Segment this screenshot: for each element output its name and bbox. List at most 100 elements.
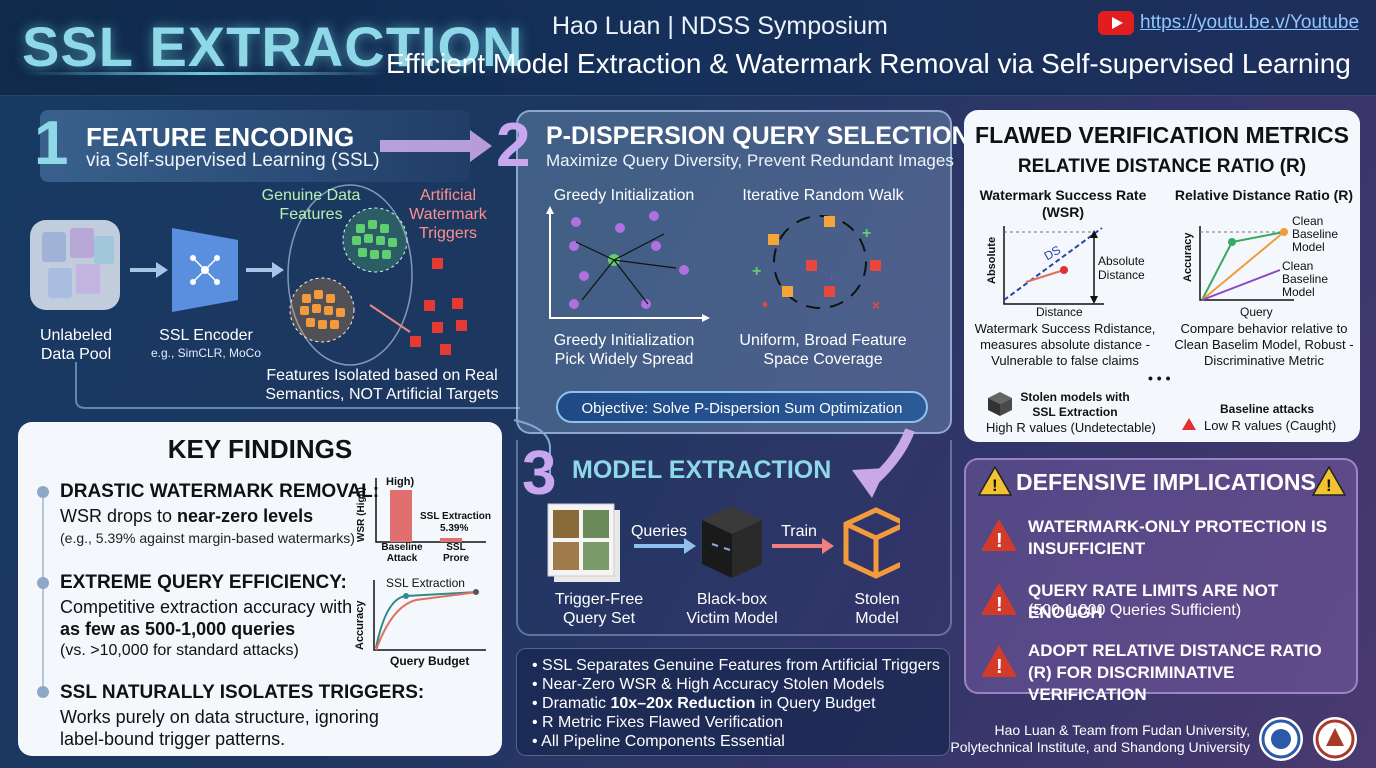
svg-text:!: ! [1326,476,1332,495]
train-label: Train [781,523,817,540]
query-set-icon [547,503,620,582]
line-ylabel: Accuracy [354,600,366,650]
walk-caption-1: Uniform, Broad Feature [739,332,907,349]
query-set-label: Trigger-Free Query Set [554,591,644,627]
section3-panel [516,440,952,636]
wsr-metric-chart [1003,226,1104,305]
ssl-encoder-label: SSL Encoder [159,327,253,344]
summary-item: • SSL Separates Genuine Features from Ar… [532,657,940,674]
baseline-line [375,591,479,651]
finding-bullet [37,577,49,589]
finding2-title: EXTREME QUERY EFFICIENCY: [60,572,347,593]
baseline-attacks-label: Baseline attacks [1220,402,1315,416]
svg-text:+: + [752,263,761,280]
greedy-caption-1: Greedy Initialization [553,332,695,349]
r-clean-label-2: Clean Baseline Model [1282,259,1329,299]
title-underline [26,72,386,75]
section1-subtitle: via Self-supervised Learning (SSL) [86,150,380,171]
random-walk-diagram: + + × ♦ ↓ [752,215,881,313]
svg-text:♦: ♦ [762,297,768,311]
section1-diagram [30,130,520,409]
r-metric-chart [1199,226,1294,301]
greedy-caption-2: Pick Widely Spread [554,351,694,368]
r-clean-label-1: Clean Baseline Model [1292,214,1339,254]
line-chart-title: SSL Extraction [386,576,465,590]
defensive-panel [964,458,1358,694]
page-subtitle: Efficient Model Extraction & Watermark R… [386,48,1351,79]
svg-text:!: ! [996,656,1003,678]
triangle-icon [1182,418,1196,430]
r-description: Compare behavior relative to Clean Basel… [1174,321,1354,368]
bar-high-label: High) [386,476,415,488]
bar-x-ssl: SSL Prore [442,542,470,564]
data-pool-icon [30,220,120,310]
stolen-r-values: High R values (Undetectable) [986,420,1156,435]
r-chart-title: Relative Distance Ratio (R) [1174,187,1354,203]
greedy-title: Greedy Initialization [553,187,695,204]
genuine-features-label: Genuine Data Features [261,187,361,223]
wsr-ylabel: Absolute [986,236,998,284]
accuracy-line-chart [373,580,486,651]
svg-text:↓: ↓ [828,268,835,283]
finding-bullet [37,486,49,498]
footer-credit-2: Polytechnical Institute, and Shandong Un… [950,739,1250,755]
university-seal-2 [1313,717,1357,761]
objective-pill: Objective: Solve P-Dispersion Sum Optimi… [556,391,928,423]
ellipsis: • • • [1148,370,1171,386]
cube-icon [988,392,1012,416]
alert-icon: ! [981,583,1017,616]
ssl-encoder-example: e.g., SimCLR, MoCo [150,346,262,360]
summary-list: • SSL Separates Genuine Features from Ar… [532,656,946,751]
warning-icon: ! [978,466,1012,496]
svg-text:+: + [862,225,871,242]
key-findings-panel [18,422,502,756]
baseline-r-values: Low R values (Caught) [1204,418,1337,433]
key-findings-title: KEY FINDINGS [167,434,353,464]
section1-number: 1 [34,109,69,178]
finding2-text-b: as few as 500-1,000 queries [60,619,296,639]
line-xlabel: Query Budget [390,654,470,668]
r-ylabel: Accuracy [1182,232,1194,282]
section3-connectors [513,419,915,498]
warning-icon: ! [1312,466,1346,496]
metric-charts [1003,226,1294,305]
summary-box [516,648,950,756]
walk-caption-2: Space Coverage [763,351,883,368]
stolen-model-icon [843,507,900,579]
defensive-item-3: ADOPT RELATIVE DISTANCE RATIO (R) FOR DI… [1028,641,1322,704]
trigger-squares [410,258,467,355]
summary-item: • R Metric Fixes Flawed Verification [532,714,784,731]
defensive-item-2-note: (500-1,000 Queries Sufficient) [1028,602,1242,619]
finding2-note: (vs. >10,000 for standard attacks) [60,642,299,659]
finding-bullet [37,686,49,698]
finding2-text-a: Competitive extraction accuracy with [60,597,353,617]
wsr-description: Watermark Success Rdistance, measures ab… [974,321,1156,368]
youtube-icon[interactable] [1098,11,1134,35]
section2-subtitle: Maximize Query Diversity, Prevent Redund… [546,151,954,170]
walk-title: Iterative Random Walk [742,187,904,204]
section2-diagram: + + × ♦ ↓ [546,206,881,322]
flawed-subtitle: RELATIVE DISTANCE RATIO (R) [1017,156,1307,177]
summary-item: • Near-Zero WSR & High Accuracy Stolen M… [532,676,885,693]
bar-ssl-extraction [440,538,462,542]
artificial-triggers-label: Artificial Watermark Triggers [409,187,487,242]
summary-item: • Dramatic 10x–20x Reduction in Query Bu… [532,695,876,712]
finding1-title: DRASTIC WATERMARK REMOVAL: [60,481,380,502]
finding3-title: SSL NATURALLY ISOLATES TRIGGERS: [60,682,425,703]
bar-ylabel: WSR (High) [356,487,367,542]
youtube-link[interactable]: https://youtu.be.v/Youtube [1140,12,1360,33]
section3-title: MODEL EXTRACTION [572,456,832,484]
wsr-absolute-label: Absolute Distance [1098,254,1145,282]
section3-number: 3 [522,439,557,508]
wsr-chart-title: Watermark Success Rate (WSR) [979,187,1147,220]
victim-model-label: Black-box Victim Model [686,591,778,627]
stolen-model-label: Stolen Model [854,591,900,627]
finding1-note: (e.g., 5.39% against margin-based waterm… [60,530,355,546]
footer-credit-1: Hao Luan & Team from Fudan University, [994,722,1251,738]
section2-title: P-DISPERSION QUERY SELECTION [546,122,970,150]
stolen-models-label: Stolen models with SSL Extraction [1020,390,1130,419]
data-pool-label: Unlabeled Data Pool [39,327,113,363]
flawed-metrics-panel [964,110,1360,442]
flawed-title: FLAWED VERIFICATION METRICS [975,122,1349,148]
defensive-item-1: WATERMARK-ONLY PROTECTION IS INSUFFICIEN… [1028,517,1328,558]
